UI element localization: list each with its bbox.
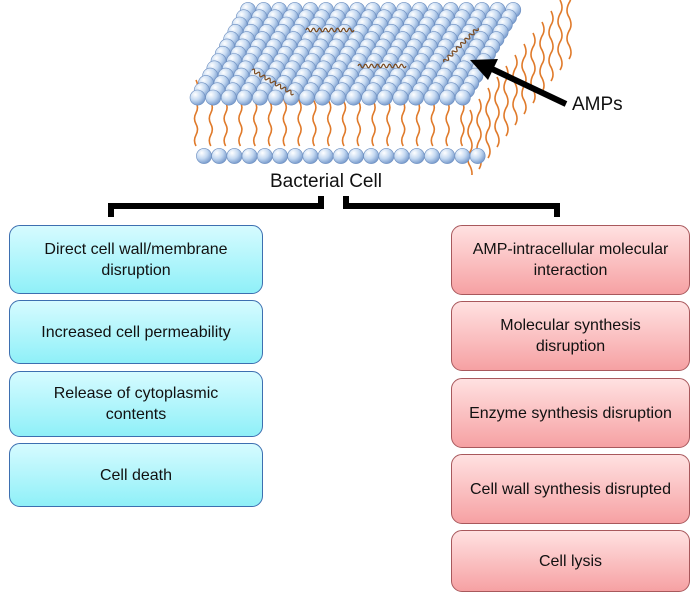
amp-peptide-icon (443, 27, 479, 63)
lipid-head (283, 89, 300, 106)
left-box-4: Cell death (9, 443, 263, 507)
lipid-tail (557, 0, 563, 71)
lipid-head (241, 148, 258, 164)
lipid-head (226, 148, 243, 164)
right-box-1: AMP-intracellular molecular interaction (451, 225, 690, 295)
amp-peptide-icon (251, 68, 294, 96)
right-box-5: Cell lysis (451, 530, 690, 592)
lipid-head (287, 148, 304, 164)
right-box-2: Molecular synthesis disruption (451, 301, 690, 371)
lipid-head (439, 89, 456, 106)
lipid-head (317, 148, 334, 164)
lipid-head (220, 89, 237, 106)
lipid-head (348, 148, 364, 164)
lipid-head (378, 148, 395, 164)
lipid-tail (485, 87, 491, 159)
lipid-head (469, 148, 486, 164)
lipid-head (392, 89, 409, 106)
lipid-head (267, 89, 284, 106)
lipid-tail (539, 21, 545, 93)
lipid-head (345, 89, 362, 106)
lipid-head (196, 148, 212, 164)
lipid-head (272, 148, 288, 164)
lipid-head (211, 148, 228, 164)
lipid-tail (512, 54, 518, 126)
lipid-head (205, 89, 222, 106)
amp-peptide-icon (357, 63, 407, 69)
lipid-head-layer (189, 2, 522, 164)
lipid-head (314, 89, 331, 106)
lipid-tail (530, 32, 536, 104)
lipid-tail (521, 43, 527, 115)
lipid-head (423, 89, 440, 106)
lipid-head (424, 148, 440, 164)
lipid-head (454, 89, 471, 106)
lipid-head (361, 89, 378, 106)
right-box-3: Enzyme synthesis disruption (451, 378, 690, 448)
right-box-4: Cell wall synthesis disrupted (451, 454, 690, 524)
lipid-head (236, 89, 253, 106)
amps-arrow (470, 59, 568, 107)
amp-peptide-group (251, 27, 479, 96)
lipid-head (252, 89, 268, 106)
lipid-tail (467, 109, 473, 175)
lipid-head (408, 89, 424, 106)
lipid-head (439, 148, 456, 164)
lipid-head (376, 89, 393, 106)
right-branch-bracket (343, 196, 560, 217)
amp-peptide-icon (305, 27, 355, 33)
amps-label: AMPs (572, 94, 623, 115)
lipid-head (302, 148, 319, 164)
left-box-3: Release of cytoplasmic contents (9, 371, 263, 437)
lipid-tail (566, 0, 572, 60)
lipid-head (363, 148, 380, 164)
left-box-2: Increased cell permeability (9, 300, 263, 364)
lipid-head (393, 148, 410, 164)
lipid-head (332, 148, 349, 164)
lipid-head (298, 89, 315, 106)
lipid-head (408, 148, 425, 164)
bacterial-cell-title: Bacterial Cell (270, 171, 382, 192)
lipid-head (189, 89, 206, 106)
left-box-1: Direct cell wall/membrane disruption (9, 225, 263, 294)
lipid-head (454, 148, 471, 164)
lipid-head (256, 148, 273, 164)
bacterial-membrane-illustration (189, 0, 572, 175)
lipid-tail (494, 76, 500, 148)
lipid-head (330, 89, 346, 106)
left-branch-bracket (108, 196, 324, 217)
lipid-tail (548, 10, 554, 82)
